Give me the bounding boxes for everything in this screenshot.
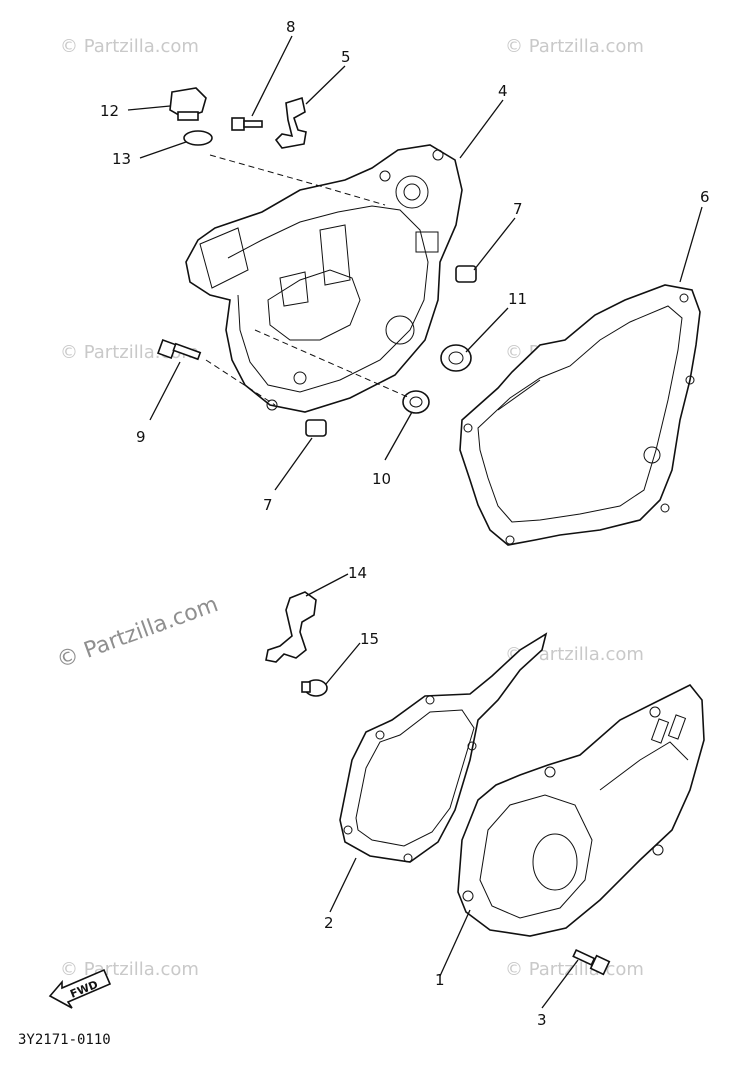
diagram-code: 3Y2171-0110 (18, 1032, 111, 1048)
callout-8: 8 (286, 18, 296, 36)
callout-1: 1 (435, 971, 445, 989)
watermark: © Partzilla.com (60, 959, 199, 980)
watermark-large: © Partzilla.com (54, 592, 222, 674)
callout-7-upper: 7 (513, 200, 523, 218)
callout-3: 3 (537, 1011, 547, 1029)
clamp-14 (265, 591, 317, 663)
oil-seal-11 (440, 344, 472, 372)
dowel-pin-7-upper (455, 265, 477, 283)
bolt-9 (157, 339, 202, 361)
callout-2: 2 (324, 914, 334, 932)
fwd-label: FWD (68, 978, 100, 1001)
leader-lines (127, 35, 703, 1009)
screw-15 (301, 679, 328, 697)
watermark: © Partzilla.com (60, 36, 199, 57)
callout-14: 14 (348, 564, 367, 582)
callout-labels: 1 2 3 4 5 6 7 7 8 9 10 11 12 13 14 15 (100, 18, 710, 1029)
oil-seal-10 (402, 390, 430, 414)
watermark: © Partzilla.com (505, 36, 644, 57)
clamp-5 (274, 96, 307, 149)
callout-4: 4 (498, 82, 508, 100)
bolt-3 (572, 948, 611, 976)
callout-6: 6 (700, 188, 710, 206)
dowel-pin-7-lower (305, 419, 327, 437)
crankcase-cover-right (185, 144, 463, 413)
gasket-6 (459, 284, 701, 546)
callout-12: 12 (100, 102, 119, 120)
o-ring-13 (183, 130, 213, 146)
callout-13: 13 (112, 150, 131, 168)
watermark: © Partzilla.com (505, 959, 644, 980)
callout-11: 11 (508, 290, 527, 308)
bolt-8 (231, 117, 263, 131)
callout-9: 9 (136, 428, 146, 446)
gasket-2 (339, 632, 548, 863)
oil-filler-cap-12 (169, 87, 207, 121)
callout-15: 15 (360, 630, 379, 648)
callout-10: 10 (372, 470, 391, 488)
crankcase-cover-left (457, 683, 705, 937)
callout-7-lower: 7 (263, 496, 273, 514)
callout-5: 5 (341, 48, 351, 66)
